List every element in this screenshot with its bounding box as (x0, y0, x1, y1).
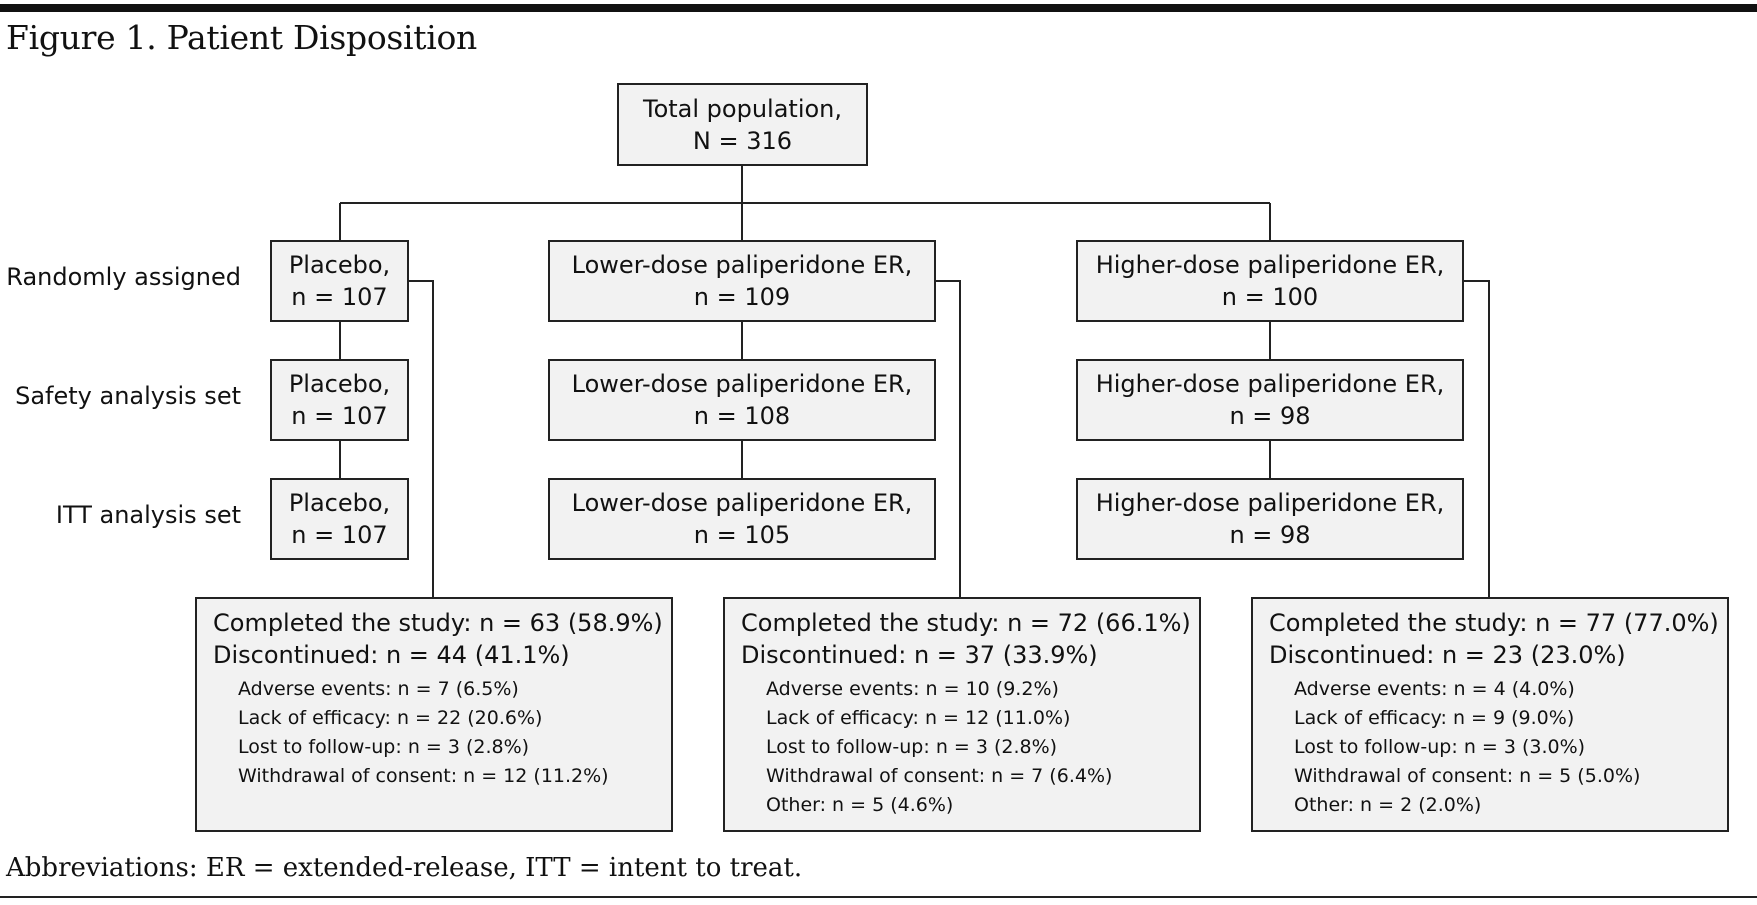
arm-name: Lower-dose paliperidone ER, (571, 251, 913, 279)
arm-count: n = 98 (1229, 402, 1311, 430)
arm-count: n = 107 (291, 521, 388, 549)
completed-text: Completed the study: n = 63 (58.9%) (213, 609, 663, 637)
arm-name: Placebo, (288, 251, 391, 279)
arm-count: n = 107 (291, 283, 388, 311)
arm-name: Higher-dose paliperidone ER, (1095, 489, 1445, 517)
arm-count: n = 107 (291, 402, 388, 430)
arm-name: Higher-dose paliperidone ER, (1095, 370, 1445, 398)
connector-lower-outcome (936, 280, 961, 597)
bottom-rule (0, 896, 1757, 898)
connector-placebo-outcome (409, 280, 434, 597)
arm-name: Lower-dose paliperidone ER, (571, 370, 913, 398)
reason-item: Lost to follow-up: n = 3 (3.0%) (1294, 736, 1586, 758)
discontinued-text: Discontinued: n = 37 (33.9%) (741, 641, 1098, 669)
arm-name: Higher-dose paliperidone ER, (1095, 251, 1445, 279)
abbreviations-footnote: Abbreviations: ER = extended-release, IT… (6, 853, 803, 883)
higher-dose-outcome-box: Completed the study: n = 77 (77.0%) Disc… (1251, 597, 1729, 832)
discontinuation-reasons: Adverse events: n = 7 (6.5%) Lack of eff… (213, 675, 671, 791)
completed-text: Completed the study: n = 72 (66.1%) (741, 609, 1191, 637)
discontinuation-reasons: Adverse events: n = 10 (9.2%) Lack of ef… (741, 675, 1199, 820)
reason-item: Withdrawal of consent: n = 5 (5.0%) (1294, 765, 1641, 787)
arm-name: Placebo, (288, 370, 391, 398)
higher-dose-randomized-box: Higher-dose paliperidone ER, n = 100 (1076, 240, 1464, 322)
row-label-itt: ITT analysis set (55, 501, 241, 529)
lower-dose-randomized-box: Lower-dose paliperidone ER, n = 109 (548, 240, 936, 322)
higher-dose-itt-box: Higher-dose paliperidone ER, n = 98 (1076, 478, 1464, 560)
reason-item: Withdrawal of consent: n = 7 (6.4%) (766, 765, 1113, 787)
connector-higher-outcome (1464, 280, 1490, 597)
discontinuation-reasons: Adverse events: n = 4 (4.0%) Lack of eff… (1269, 675, 1727, 820)
completed-text: Completed the study: n = 77 (77.0%) (1269, 609, 1719, 637)
arm-name: Placebo, (288, 489, 391, 517)
arm-count: n = 105 (693, 521, 791, 549)
arm-count: n = 109 (693, 283, 791, 311)
lower-dose-safety-box: Lower-dose paliperidone ER, n = 108 (548, 359, 936, 441)
placebo-randomized-box: Placebo, n = 107 (270, 240, 409, 322)
reason-item: Lost to follow-up: n = 3 (2.8%) (766, 736, 1058, 758)
top-rule (0, 4, 1757, 12)
arm-count: n = 98 (1229, 521, 1311, 549)
total-population-box: Total population, N = 316 (617, 83, 868, 166)
discontinued-text: Discontinued: n = 23 (23.0%) (1269, 641, 1626, 669)
discontinued-text: Discontinued: n = 44 (41.1%) (213, 641, 570, 669)
reason-item: Withdrawal of consent: n = 12 (11.2%) (238, 765, 609, 787)
reason-item: Adverse events: n = 10 (9.2%) (766, 678, 1059, 700)
reason-item: Lack of efficacy: n = 22 (20.6%) (238, 707, 543, 729)
reason-item: Lost to follow-up: n = 3 (2.8%) (238, 736, 530, 758)
higher-dose-safety-box: Higher-dose paliperidone ER, n = 98 (1076, 359, 1464, 441)
total-population-count: N = 316 (692, 126, 793, 155)
reason-item: Other: n = 2 (2.0%) (1294, 794, 1482, 816)
reason-item: Adverse events: n = 7 (6.5%) (238, 678, 519, 700)
placebo-safety-box: Placebo, n = 107 (270, 359, 409, 441)
reason-item: Other: n = 5 (4.6%) (766, 794, 954, 816)
lower-dose-outcome-box: Completed the study: n = 72 (66.1%) Disc… (723, 597, 1201, 832)
row-label-safety: Safety analysis set (15, 382, 241, 410)
arm-count: n = 108 (693, 402, 791, 430)
figure-title: Figure 1. Patient Disposition (6, 18, 478, 57)
placebo-outcome-box: Completed the study: n = 63 (58.9%) Disc… (195, 597, 673, 832)
row-label-randomized: Randomly assigned (6, 263, 241, 291)
total-population-label: Total population, (642, 94, 843, 123)
lower-dose-itt-box: Lower-dose paliperidone ER, n = 105 (548, 478, 936, 560)
arm-name: Lower-dose paliperidone ER, (571, 489, 913, 517)
reason-item: Adverse events: n = 4 (4.0%) (1294, 678, 1575, 700)
arm-count: n = 100 (1221, 283, 1319, 311)
reason-item: Lack of efficacy: n = 9 (9.0%) (1294, 707, 1575, 729)
placebo-itt-box: Placebo, n = 107 (270, 478, 409, 560)
reason-item: Lack of efficacy: n = 12 (11.0%) (766, 707, 1071, 729)
